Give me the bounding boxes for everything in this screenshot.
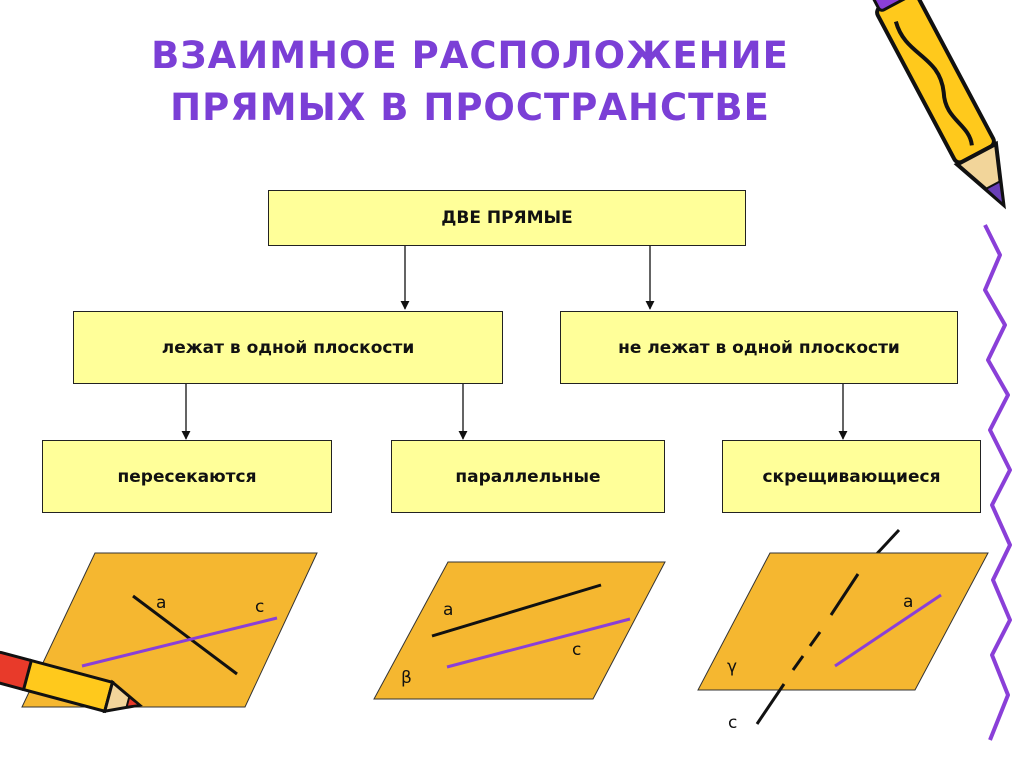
pencil-icon-small (0, 650, 143, 714)
line-c-intersecting (81, 616, 278, 668)
box-parallel: параллельные (391, 440, 665, 513)
box-two-lines: ДВЕ ПРЯМЫЕ (268, 190, 746, 246)
label-a-parallel: a (443, 600, 453, 620)
label-c-parallel: c (572, 640, 581, 660)
label-a-intersecting: a (156, 593, 166, 613)
plane-alpha (21, 552, 318, 708)
title-line-1: ВЗАИМНОЕ РАСПОЛОЖЕНИЕ (151, 34, 789, 77)
line-a-parallel (431, 583, 602, 638)
figure-skew: a γ c (697, 528, 989, 733)
page-title: ВЗАИМНОЕ РАСПОЛОЖЕНИЕ ПРЯМЫХ В ПРОСТРАНС… (60, 30, 880, 134)
box-not-same-plane: не лежат в одной плоскости (560, 311, 958, 384)
line-a-intersecting (132, 594, 238, 676)
line-c-skew-segment-3 (791, 655, 805, 671)
pencil-icon (871, 0, 1006, 210)
label-gamma: γ (727, 657, 737, 677)
label-c-skew: c (728, 713, 737, 733)
title-line-2: ПРЯМЫХ В ПРОСТРАНСТВЕ (170, 86, 770, 129)
box-skew: скрещивающиеся (722, 440, 981, 513)
decorative-squiggle (983, 224, 1012, 741)
line-a-skew (834, 593, 942, 668)
box-intersecting: пересекаются (42, 440, 332, 513)
label-beta: β (401, 668, 412, 688)
plane-gamma (697, 552, 989, 691)
label-a-skew: a (903, 592, 913, 612)
box-same-plane: лежат в одной плоскости (73, 311, 503, 384)
plane-beta (373, 561, 666, 700)
line-c-parallel (446, 617, 631, 669)
line-c-skew-segment-2 (808, 631, 822, 647)
line-c-skew-lower (755, 683, 786, 725)
figure-parallel: a c β (373, 561, 666, 700)
line-c-skew-segment-1 (829, 573, 860, 616)
label-c-intersecting: c (255, 597, 264, 617)
